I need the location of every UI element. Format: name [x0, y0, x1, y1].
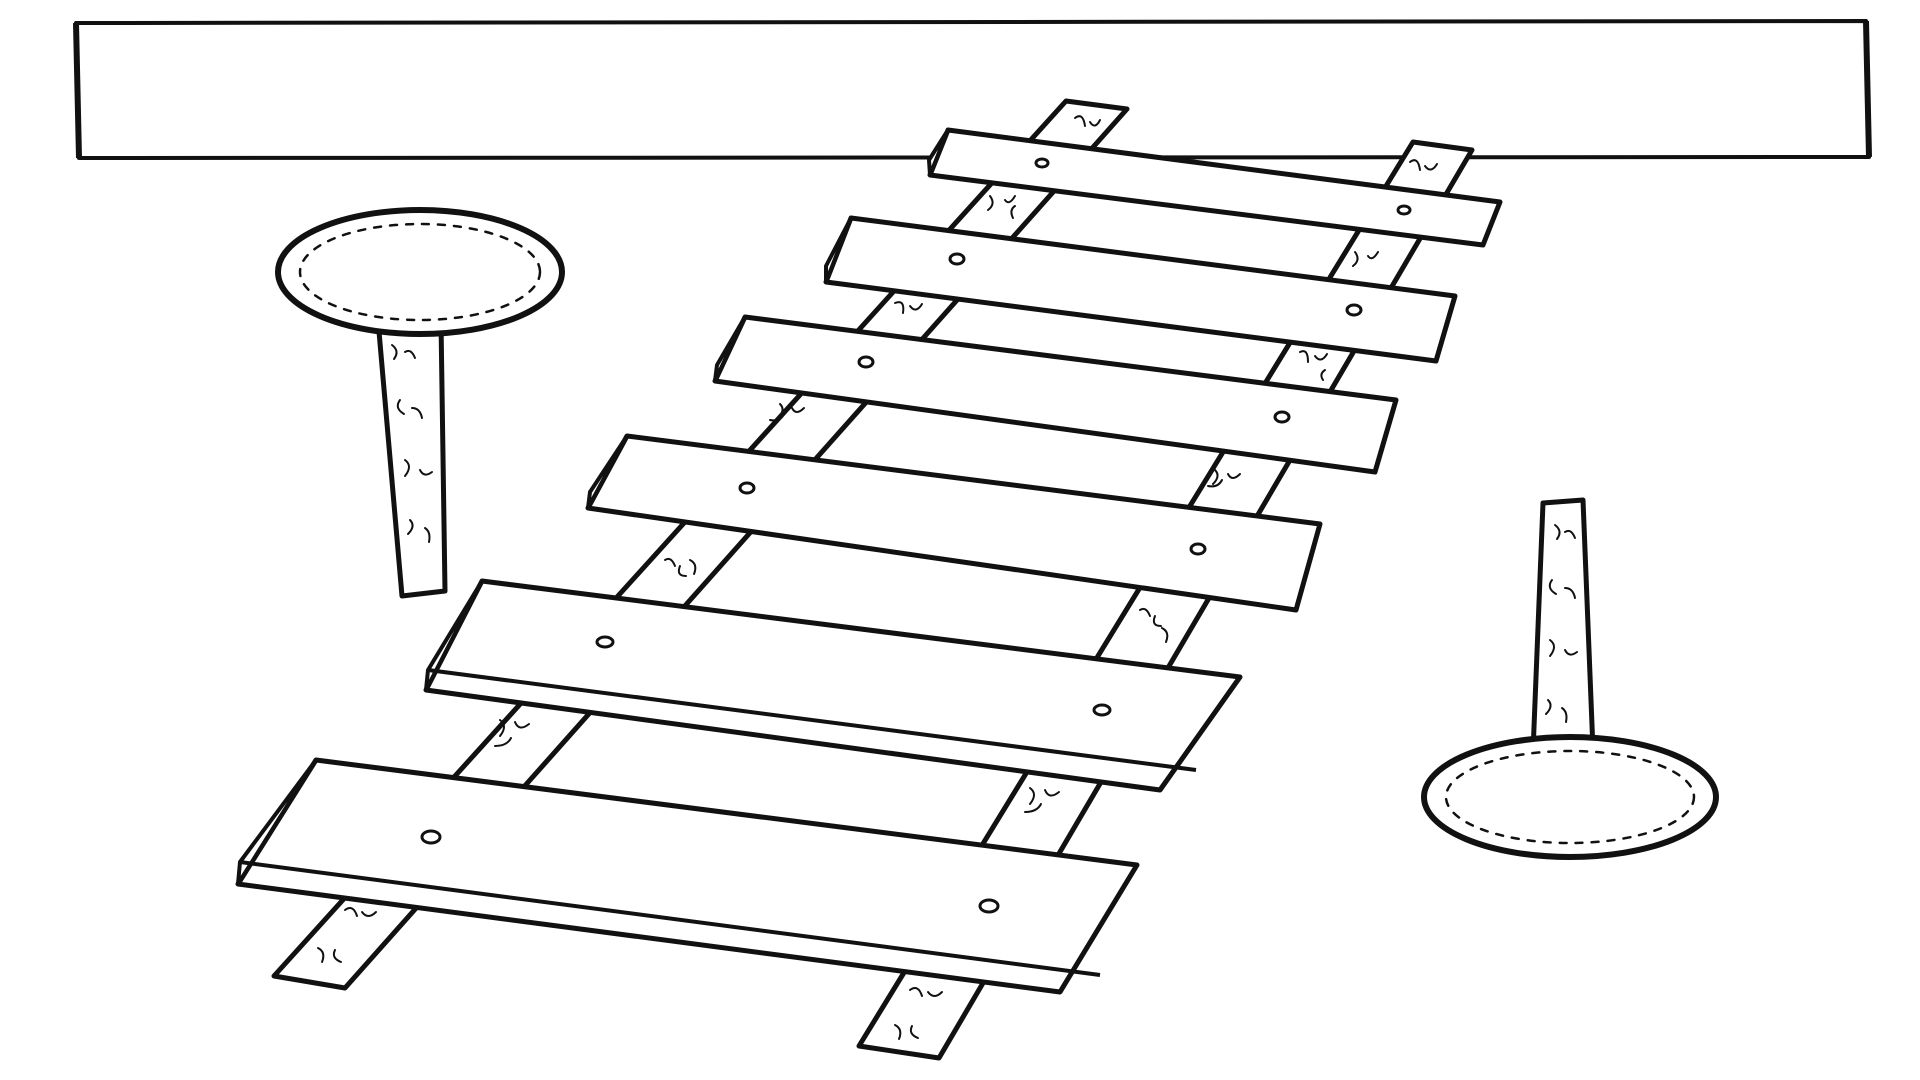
- left-mallet-head: [275, 207, 565, 337]
- bar-1-rivet-left: [1034, 157, 1050, 169]
- bar-4-rivet-right: [1189, 542, 1207, 556]
- left-mallet[interactable]: [275, 207, 565, 599]
- xylophone-bar-2[interactable]: [823, 215, 1458, 364]
- bar-3-rivet-right: [1273, 410, 1291, 424]
- bar-3-rivet-left: [857, 355, 875, 369]
- xylophone-bar-4[interactable]: [585, 433, 1323, 613]
- bar-2-rivet-right: [1345, 303, 1363, 317]
- right-mallet-head: [1421, 734, 1719, 860]
- right-mallet-handle: [1530, 497, 1596, 755]
- bar-5-rivet-right: [1092, 703, 1112, 717]
- left-mallet-head-texture: [298, 222, 542, 322]
- xylophone-bar-1[interactable]: [927, 127, 1503, 248]
- bar-4-rivet-left: [738, 481, 756, 495]
- bar-6-rivet-right: [978, 898, 1000, 914]
- xylophone-bars: [235, 127, 1503, 995]
- bar-2-rivet-left: [948, 252, 966, 266]
- xylophone-bar-5[interactable]: [423, 578, 1243, 793]
- bar-6-rivet-left: [420, 829, 442, 845]
- right-mallet[interactable]: [1421, 497, 1719, 860]
- bar-1-rivet-right: [1396, 204, 1412, 216]
- xylophone-bar-3[interactable]: [712, 314, 1399, 475]
- right-mallet-head-texture: [1444, 749, 1696, 845]
- bar-5-rivet-left: [595, 635, 615, 649]
- title-banner: [73, 19, 1872, 160]
- xylophone-bar-6[interactable]: [235, 757, 1140, 995]
- left-mallet-handle: [375, 317, 448, 599]
